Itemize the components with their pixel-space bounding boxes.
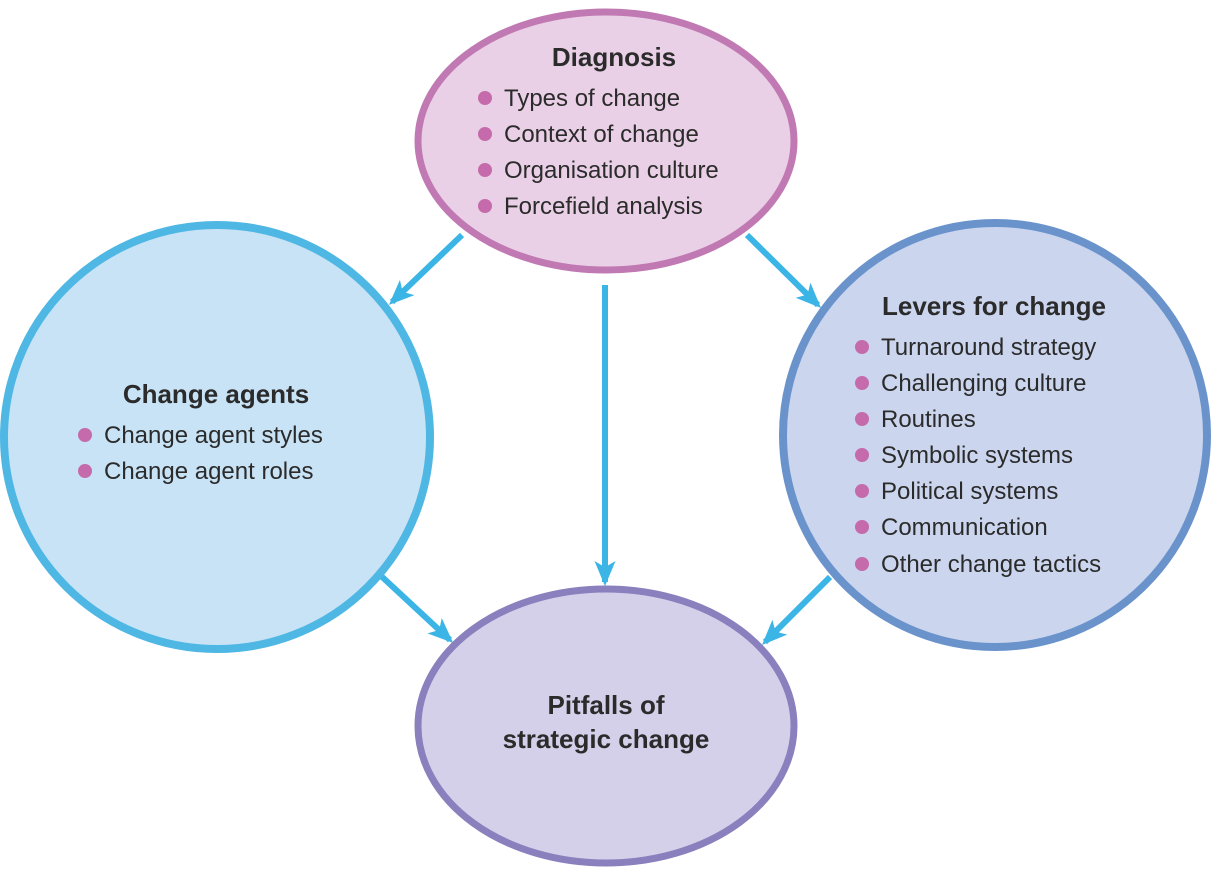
levers-item: Turnaround strategy — [881, 334, 1096, 361]
levers-node: Levers for change Turnaround strategy Ch… — [779, 219, 1211, 651]
levers-title: Levers for change — [882, 291, 1106, 321]
levers-item: Challenging culture — [881, 370, 1086, 397]
change-agents-item: Change agent styles — [104, 422, 323, 449]
levers-item: Political systems — [881, 478, 1058, 505]
bullet-icon — [478, 91, 492, 105]
arrows — [377, 232, 833, 645]
diagnosis-title: Diagnosis — [552, 42, 676, 72]
bullet-icon — [855, 520, 869, 534]
change-agents-node: Change agents Change agent styles Change… — [0, 221, 434, 653]
diagnosis-node: Diagnosis Types of change Context of cha… — [414, 8, 798, 274]
bullet-icon — [478, 163, 492, 177]
bullet-icon — [855, 484, 869, 498]
pitfalls-title-line2: strategic change — [503, 724, 710, 754]
arrow-diagnosis-to-levers — [744, 232, 821, 308]
arrow-levers-to-pitfalls — [762, 574, 833, 645]
diagnosis-ellipse — [414, 8, 798, 274]
bullet-icon — [78, 464, 92, 478]
levers-circle — [779, 219, 1211, 651]
bullet-icon — [478, 199, 492, 213]
diagnosis-item: Forcefield analysis — [504, 193, 703, 220]
diagnosis-item: Organisation culture — [504, 157, 719, 184]
pitfalls-title-line1: Pitfalls of — [547, 690, 664, 720]
arrow-agents-to-pitfalls — [377, 572, 454, 643]
bullet-icon — [855, 376, 869, 390]
arrow-diagnosis-to-agents — [388, 232, 465, 305]
diagnosis-item: Types of change — [504, 85, 680, 112]
levers-item: Symbolic systems — [881, 442, 1073, 469]
bullet-icon — [78, 428, 92, 442]
bullet-icon — [855, 340, 869, 354]
levers-item: Routines — [881, 406, 976, 433]
bullet-icon — [478, 127, 492, 141]
change-agents-title: Change agents — [123, 379, 309, 409]
levers-item: Other change tactics — [881, 551, 1101, 578]
bullet-icon — [855, 448, 869, 462]
bullet-icon — [855, 557, 869, 571]
pitfalls-ellipse — [414, 585, 798, 867]
bullet-icon — [855, 412, 869, 426]
levers-item: Communication — [881, 514, 1048, 541]
diagnosis-item: Context of change — [504, 121, 699, 148]
pitfalls-node: Pitfalls of strategic change — [414, 585, 798, 867]
change-agents-item: Change agent roles — [104, 458, 313, 485]
change-agents-circle — [0, 221, 434, 653]
